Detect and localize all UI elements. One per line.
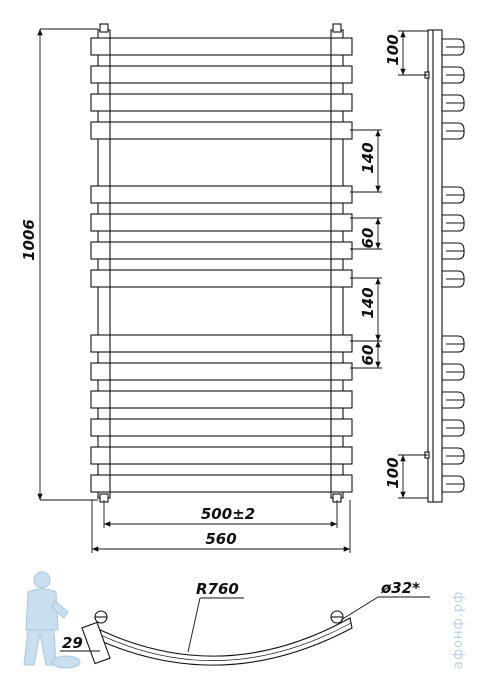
spacing-dimensions bbox=[350, 129, 382, 369]
width-dimensions bbox=[91, 500, 351, 553]
gap-small-1-label: 60 bbox=[359, 228, 377, 249]
gap-large-1-label: 140 bbox=[359, 142, 377, 173]
side-bar-ends bbox=[441, 38, 465, 493]
plumber-mascot-logo bbox=[23, 571, 81, 669]
width-axis-label: 500±2 bbox=[201, 505, 255, 523]
plan-view bbox=[81, 610, 353, 666]
horizontal-bar-3 bbox=[90, 93, 353, 112]
horizontal-bars bbox=[90, 37, 353, 493]
front-view bbox=[90, 23, 353, 503]
left-wall-mount bbox=[81, 621, 111, 665]
tube-diameter-label: ø32* bbox=[380, 579, 420, 597]
offset-label: 29 bbox=[62, 634, 83, 652]
height-total-label: 1006 bbox=[20, 219, 38, 261]
site-watermark: афонф.рф bbox=[451, 591, 466, 669]
horizontal-bar-2 bbox=[90, 65, 353, 84]
side-view bbox=[424, 29, 465, 503]
horizontal-bar-4 bbox=[90, 121, 353, 140]
horizontal-bar-1 bbox=[90, 37, 353, 56]
gap-small-2-label: 60 bbox=[359, 345, 377, 366]
horizontal-bar-11 bbox=[90, 390, 353, 409]
side-dimensions bbox=[398, 30, 428, 499]
horizontal-bar-9 bbox=[90, 334, 353, 353]
curved-bar bbox=[89, 617, 353, 666]
side-collector bbox=[427, 29, 443, 503]
horizontal-bar-10 bbox=[90, 362, 353, 381]
horizontal-bar-13 bbox=[90, 446, 353, 465]
bracket-top-right bbox=[332, 23, 342, 33]
spacing-top-label: 100 bbox=[384, 34, 402, 65]
gap-large-2-label: 140 bbox=[359, 287, 377, 318]
horizontal-bar-7 bbox=[90, 241, 353, 260]
horizontal-bar-12 bbox=[90, 418, 353, 437]
horizontal-bar-6 bbox=[90, 213, 353, 232]
horizontal-bar-14 bbox=[90, 474, 353, 493]
radius-label: R760 bbox=[196, 580, 239, 598]
height-dimension bbox=[37, 28, 98, 501]
plan-leaders bbox=[60, 596, 430, 653]
spacing-bottom-label: 100 bbox=[384, 457, 402, 488]
horizontal-bar-8 bbox=[90, 269, 353, 288]
horizontal-bar-5 bbox=[90, 185, 353, 204]
bracket-top-left bbox=[99, 23, 109, 33]
width-total-label: 560 bbox=[205, 530, 236, 548]
